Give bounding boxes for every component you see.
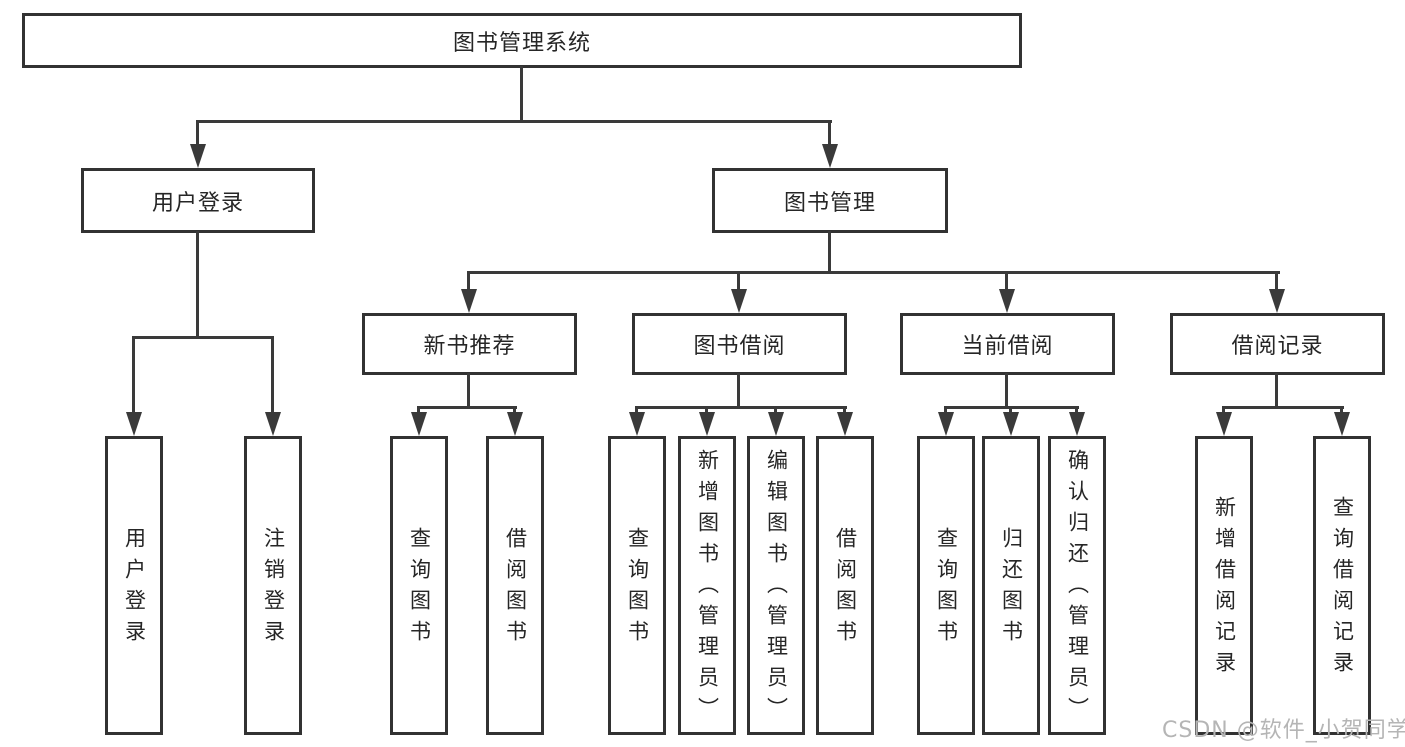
arrowhead-book-borrowing — [731, 289, 747, 313]
connector-stem-bb-edit — [774, 406, 777, 416]
connector-stem-bb-query — [635, 406, 638, 416]
connector-stem-cb-return — [1009, 406, 1012, 416]
connector-stem-current-borrowing — [1005, 271, 1008, 291]
connector-root-stem — [520, 66, 523, 122]
connector-stem-bb-add — [705, 406, 708, 416]
node-borrowing-records: 借阅记录 — [1170, 313, 1385, 375]
connector-stem-br-add — [1222, 406, 1225, 416]
connector-stem-leaf-user-login — [132, 336, 135, 416]
arrowhead-leaf-logout — [265, 412, 281, 436]
connector-user-login-horizontal — [132, 336, 274, 339]
arrowhead-bb-add — [699, 412, 715, 436]
node-book-management: 图书管理 — [712, 168, 948, 233]
node-user-login: 用户登录 — [81, 168, 315, 233]
connector-stem-borrowing-records — [1275, 271, 1278, 291]
arrowhead-book-management — [822, 144, 838, 168]
node-current-borrowing: 当前借阅 — [900, 313, 1115, 375]
node-library-system: 图书管理系统 — [22, 13, 1022, 68]
leaf-records-query-record: 查询借阅记录 — [1313, 436, 1371, 735]
arrowhead-br-add — [1216, 412, 1232, 436]
leaf-newrec-borrow-books: 借阅图书 — [486, 436, 544, 735]
connector-stem-new-book-recommend — [467, 271, 470, 291]
connector-book-management-horizontal — [467, 271, 1280, 274]
arrowhead-leaf-user-login — [126, 412, 142, 436]
arrowhead-new-book-recommend — [461, 289, 477, 313]
node-book-borrowing: 图书借阅 — [632, 313, 847, 375]
connector-current-borrowing-down — [1005, 373, 1008, 409]
arrowhead-cb-confirm — [1069, 412, 1085, 436]
connector-root-horizontal — [196, 120, 832, 123]
connector-stem-cb-confirm — [1075, 406, 1078, 416]
connector-stem-bb-borrow — [843, 406, 846, 416]
leaf-logout: 注销登录 — [244, 436, 302, 735]
leaf-newrec-query-books: 查询图书 — [390, 436, 448, 735]
arrowhead-borrowing-records — [1269, 289, 1285, 313]
watermark: CSDN @软件_小贺同学 — [1162, 718, 1405, 743]
node-new-book-recommend: 新书推荐 — [362, 313, 577, 375]
connector-borrowing-records-down — [1275, 373, 1278, 409]
arrowhead-cb-return — [1003, 412, 1019, 436]
connector-stem-book-borrowing — [737, 271, 740, 291]
arrowhead-nb-borrow — [507, 412, 523, 436]
leaf-borrow-query-books: 查询图书 — [608, 436, 666, 735]
connector-stem-br-query — [1340, 406, 1343, 416]
arrowhead-bb-query — [629, 412, 645, 436]
leaf-records-add-record: 新增借阅记录 — [1195, 436, 1253, 735]
leaf-borrow-edit-books-admin: 编辑图书（管理员） — [747, 436, 805, 735]
arrowhead-nb-query — [411, 412, 427, 436]
arrowhead-user-login — [190, 144, 206, 168]
connector-book-borrowing-down — [737, 373, 740, 409]
leaf-user-login: 用户登录 — [105, 436, 163, 735]
arrowhead-bb-edit — [768, 412, 784, 436]
connector-book-management-down — [828, 231, 831, 274]
connector-stem-nb-query — [417, 406, 420, 416]
connector-stem-user-login — [196, 120, 199, 148]
connector-stem-leaf-logout — [271, 336, 274, 416]
leaf-current-confirm-return-admin: 确认归还（管理员） — [1048, 436, 1106, 735]
arrowhead-br-query — [1334, 412, 1350, 436]
connector-stem-book-management — [828, 120, 831, 148]
arrowhead-cb-query — [938, 412, 954, 436]
arrowhead-current-borrowing — [999, 289, 1015, 313]
leaf-borrow-add-books-admin: 新增图书（管理员） — [678, 436, 736, 735]
connector-user-login-down — [196, 231, 199, 339]
connector-stem-nb-borrow — [513, 406, 516, 416]
leaf-current-query-books: 查询图书 — [917, 436, 975, 735]
connector-book-borrowing-horizontal — [635, 406, 847, 409]
leaf-current-return-books: 归还图书 — [982, 436, 1040, 735]
connector-new-book-recommend-horizontal — [417, 406, 517, 409]
connector-borrowing-records-horizontal — [1222, 406, 1344, 409]
arrowhead-bb-borrow — [837, 412, 853, 436]
connector-stem-cb-query — [944, 406, 947, 416]
connector-new-book-recommend-down — [467, 373, 470, 409]
leaf-borrow-borrow-books: 借阅图书 — [816, 436, 874, 735]
